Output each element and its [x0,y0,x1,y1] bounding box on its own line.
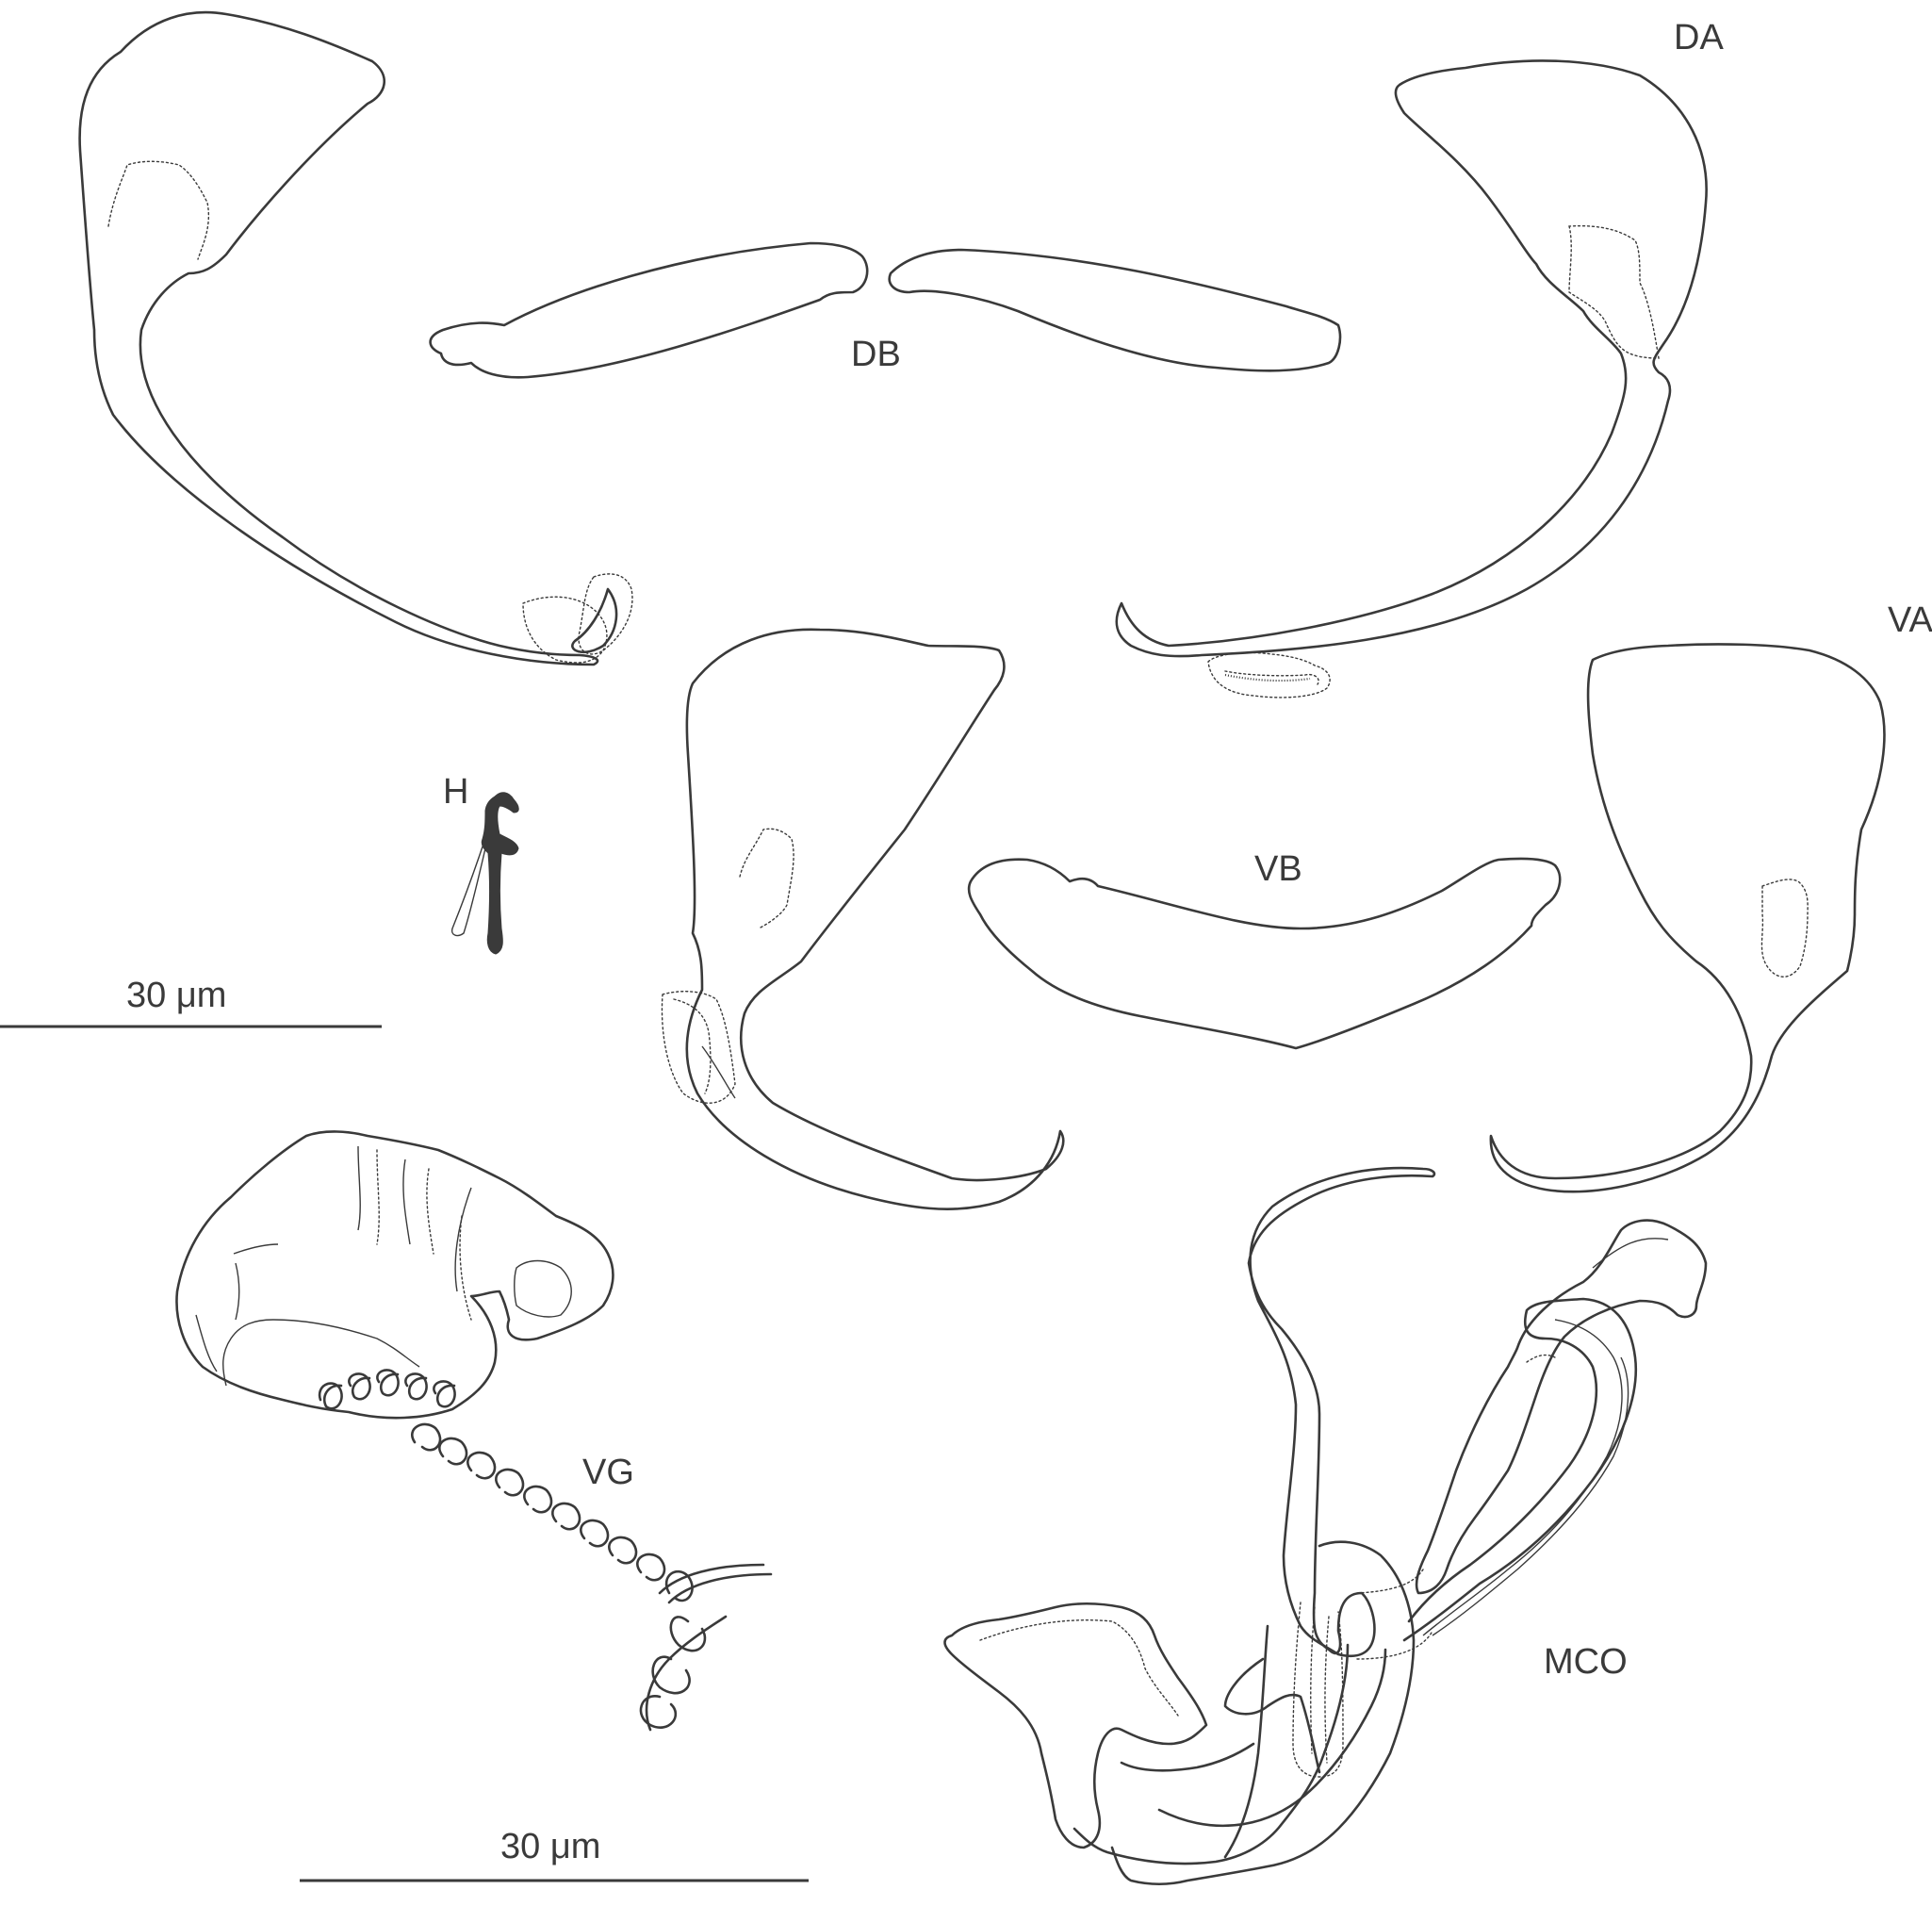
label-vagina: VG [582,1453,634,1492]
dorsal-anchor-right-accessory [1207,651,1331,698]
label-hook: H [443,772,468,812]
label-male-copulatory-organ: MCO [1544,1642,1628,1682]
scale-bar-bottom-label: 30 μm [500,1827,600,1866]
label-dorsal-bar: DB [851,335,901,374]
dorsal-anchor-left [78,10,633,666]
vagina [175,1130,773,1732]
ventral-anchor-left-accessory [661,991,736,1104]
vagina-coiled-duct [318,1369,773,1732]
male-copulatory-organ [943,1166,1708,1886]
dorsal-anchor-right [1115,59,1708,698]
ventral-bar [967,857,1562,1050]
scale-bar-bottom: 30 μm [300,1827,809,1882]
scale-bar-top: 30 μm [0,976,382,1028]
label-ventral-bar: VB [1254,849,1302,889]
scale-bar-top-label: 30 μm [126,976,226,1015]
label-dorsal-anchor: DA [1674,18,1724,58]
dorsal-bar [429,241,1342,379]
ventral-anchor-right [1489,643,1886,1193]
hook [450,792,519,955]
label-ventral-anchor: VA [1888,600,1932,640]
dorsal-anchor-left-accessory [522,573,633,664]
ventral-anchor-left [661,628,1065,1210]
